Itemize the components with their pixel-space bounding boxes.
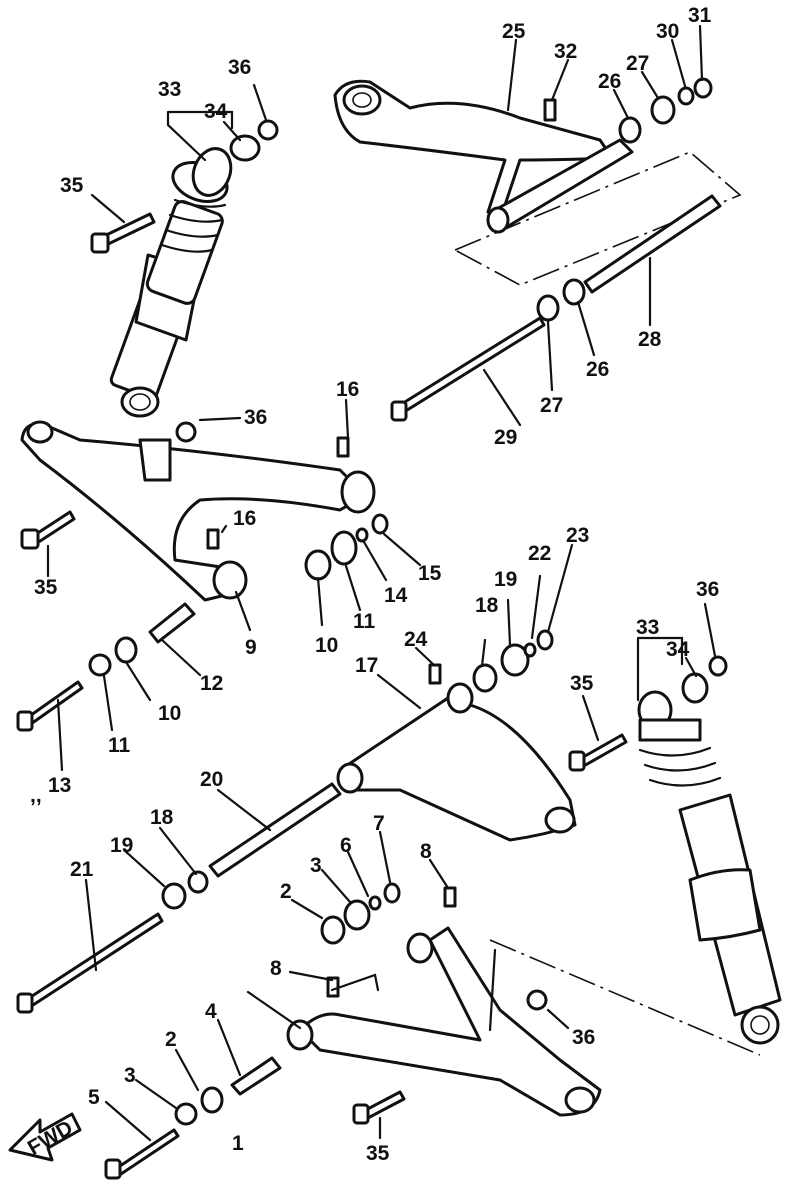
label-8: 8	[270, 957, 282, 980]
lower-arm-17	[336, 629, 577, 842]
label-11: 11	[108, 734, 131, 757]
label-10: 10	[158, 702, 181, 725]
arm-hardware-row	[16, 513, 389, 732]
stray-mark: ,,	[30, 784, 42, 807]
label-34: 34	[666, 638, 690, 661]
label-31: 31	[688, 4, 712, 27]
label-33: 33	[636, 616, 659, 639]
label-34: 34	[204, 100, 228, 123]
grease-nipple-16-top	[336, 436, 350, 458]
label-26: 26	[598, 70, 621, 93]
bushing-34	[229, 134, 261, 162]
label-36: 36	[696, 578, 719, 601]
upper-arm-right-25	[333, 77, 742, 286]
label-35: 35	[366, 1142, 390, 1165]
pivot-shaft-28	[583, 194, 722, 294]
nut-36-mid	[175, 421, 197, 443]
label-19: 19	[110, 834, 133, 857]
bushing-26	[618, 116, 642, 144]
label-9: 9	[245, 636, 257, 659]
fwd-direction-arrow: FWD	[8, 1112, 82, 1162]
label-36: 36	[228, 56, 251, 79]
grease-nipple-8-top	[443, 886, 457, 908]
label-26: 26	[586, 358, 609, 381]
label-21: 21	[70, 858, 94, 881]
label-18: 18	[150, 806, 174, 829]
label-12: 12	[200, 672, 223, 695]
label-15: 15	[418, 562, 442, 585]
label-11: 11	[353, 610, 376, 633]
label-35: 35	[570, 672, 594, 695]
label-8: 8	[420, 840, 432, 863]
label-2: 2	[280, 880, 292, 903]
label-10: 10	[315, 634, 338, 657]
label-35: 35	[34, 576, 58, 599]
label-6: 6	[340, 834, 352, 857]
label-13: 13	[48, 774, 71, 797]
bolt-29-assembly	[390, 278, 586, 422]
label-3: 3	[310, 854, 322, 877]
shock-absorber-upper-left	[90, 119, 279, 418]
label-27: 27	[540, 394, 563, 417]
label-36: 36	[244, 406, 267, 429]
label-22: 22	[528, 542, 551, 565]
label-16: 16	[233, 507, 256, 530]
label-18: 18	[475, 594, 499, 617]
pivot-shaft-20-assembly	[16, 782, 342, 1014]
label-5: 5	[88, 1086, 100, 1109]
label-14: 14	[384, 584, 408, 607]
label-30: 30	[656, 20, 679, 43]
leader-lines	[46, 24, 717, 1142]
callout-labels: 1 2 2 3 3 4 5 6 7 8 8 9 10 10 11 11 12 1…	[30, 4, 719, 1165]
label-7: 7	[373, 812, 385, 835]
grease-nipple-24	[428, 663, 442, 685]
lower-arm-1	[104, 882, 761, 1180]
label-24: 24	[404, 628, 428, 651]
label-28: 28	[638, 328, 662, 351]
label-25: 25	[502, 20, 526, 43]
label-35: 35	[60, 174, 84, 197]
label-19: 19	[494, 568, 517, 591]
label-36: 36	[572, 1026, 595, 1049]
nut-36	[257, 119, 279, 141]
label-2: 2	[165, 1028, 177, 1051]
label-29: 29	[494, 426, 517, 449]
label-32: 32	[554, 40, 577, 63]
label-16: 16	[336, 378, 359, 401]
label-23: 23	[566, 524, 589, 547]
grease-nipple-16-low	[206, 528, 220, 550]
label-20: 20	[200, 768, 223, 791]
washer-30	[677, 86, 695, 106]
seal-27	[650, 95, 676, 125]
grease-nipple-8-low	[326, 976, 340, 998]
grease-nipple-32	[543, 98, 557, 122]
shock-absorber-right	[568, 655, 782, 1045]
label-3: 3	[124, 1064, 136, 1087]
label-4: 4	[205, 1000, 217, 1023]
label-17: 17	[355, 654, 378, 677]
nut-31	[693, 77, 713, 99]
upper-arm-left-9	[20, 420, 376, 602]
label-27: 27	[626, 52, 649, 75]
label-33: 33	[158, 78, 181, 101]
label-1: 1	[232, 1132, 244, 1155]
